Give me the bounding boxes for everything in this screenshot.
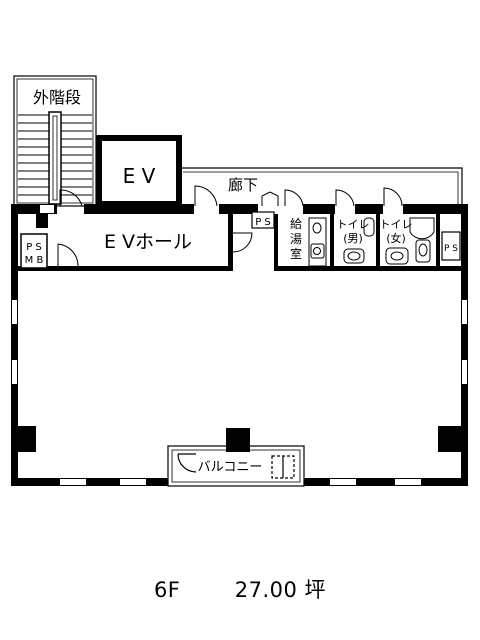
toilet-men-fixtures xyxy=(343,217,375,264)
corridor-label: 廊下 xyxy=(228,176,258,194)
corridor-outline xyxy=(179,167,463,206)
balcony xyxy=(167,445,305,487)
toilet-women-label-1: トイレ xyxy=(380,218,413,231)
balcony-label: バルコニー xyxy=(198,460,263,475)
outer-stairs-label: 外階段 xyxy=(33,88,81,107)
ev-label: E V xyxy=(123,164,156,188)
kitchenette-fixtures xyxy=(308,217,327,267)
floor-plan: 外階段 E V 廊下 xyxy=(11,75,468,487)
ev-shaft xyxy=(96,135,182,207)
kitchenette-label-3: 室 xyxy=(290,246,302,261)
window-marks xyxy=(12,205,467,485)
mb-label: M B xyxy=(25,255,44,266)
floor-area: 27.00 坪 xyxy=(234,578,327,602)
ev-hall-side-door xyxy=(232,232,253,253)
ev-hall-label: E Vホール xyxy=(104,231,192,253)
kitchenette-label-1: 給 xyxy=(290,217,302,231)
ps-right-box xyxy=(441,231,461,261)
floor-caption: 6F 27.00 坪 xyxy=(0,574,480,604)
ev-hall-door xyxy=(57,243,79,267)
ps-mb-box xyxy=(20,233,48,269)
toilet-women-fixtures xyxy=(385,217,435,265)
ps-right-label: P S xyxy=(444,244,458,254)
kitchenette-label-2: 湯 xyxy=(290,232,302,246)
ps-box xyxy=(251,211,275,229)
thick-walls xyxy=(11,204,468,486)
toilet-men-label-1: トイレ xyxy=(337,218,370,231)
ps-label: P S xyxy=(255,217,271,228)
ps-left-label: P S xyxy=(26,242,42,253)
door-swings xyxy=(59,185,403,207)
toilet-men-label-2: (男) xyxy=(343,232,363,245)
floor-number: 6F xyxy=(153,578,181,602)
toilet-women-label-2: (女) xyxy=(386,231,406,245)
